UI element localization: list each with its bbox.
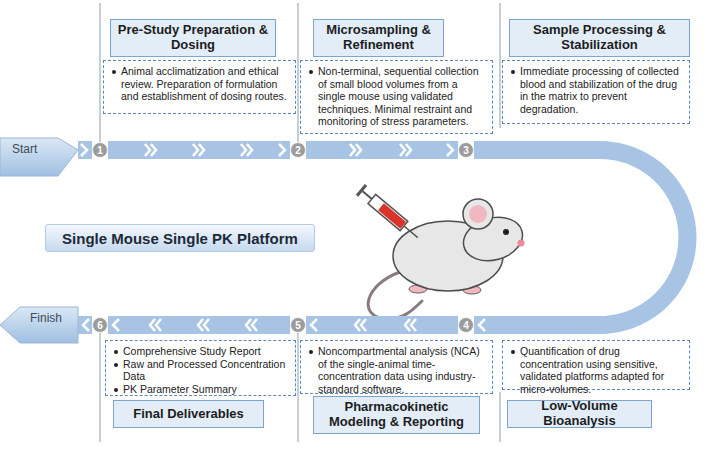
bullet-text: Animal acclimatization and ethical revie… bbox=[111, 65, 290, 103]
node-label: 2 bbox=[295, 145, 301, 156]
platform-title: Single Mouse Single PK Platform bbox=[45, 224, 315, 252]
flow-chevron bbox=[355, 319, 366, 331]
mouse-ear bbox=[463, 199, 493, 229]
start-arrow: Start bbox=[0, 136, 78, 178]
node-label: Microsampling & Refinement bbox=[318, 23, 439, 53]
bullet-text: Noncompartmental analysis (NCA) of the s… bbox=[308, 345, 487, 395]
node-label: Pharmacokinetic Modeling & Reporting bbox=[318, 400, 475, 430]
step-description: Animal acclimatization and ethical revie… bbox=[103, 60, 296, 114]
flow-chevron bbox=[241, 144, 252, 156]
bullet-text: Non-terminal, sequential collection of s… bbox=[308, 65, 487, 128]
step-title: Final Deliverables bbox=[113, 400, 264, 428]
syringe bbox=[356, 184, 422, 243]
node-label: 5 bbox=[295, 320, 301, 331]
step-title: Low-Volume Bioanalysis bbox=[507, 400, 652, 428]
bullet-text: PK Parameter Summary bbox=[113, 383, 290, 396]
bullet-text: Comprehensive Study Report bbox=[113, 345, 290, 358]
node-label: Final Deliverables bbox=[133, 407, 244, 422]
timeline-pole bbox=[298, 333, 299, 442]
flow-chevron bbox=[350, 144, 361, 156]
mouse-ear-inner bbox=[469, 205, 487, 223]
step-description: Non-terminal, sequential collection of s… bbox=[300, 60, 493, 134]
step-number: 5 bbox=[290, 317, 306, 333]
step-description: Comprehensive Study ReportRaw and Proces… bbox=[105, 340, 296, 396]
step-title: Pharmacokinetic Modeling & Reporting bbox=[313, 396, 480, 434]
bullet-text: Raw and Processed Concentration Data bbox=[113, 358, 290, 383]
syringe-handle bbox=[356, 184, 367, 197]
flow-bar bbox=[108, 316, 290, 334]
node-label: Single Mouse Single PK Platform bbox=[62, 230, 298, 247]
node-label: Sample Processing & Stabilization bbox=[514, 23, 685, 53]
node-label: 6 bbox=[97, 320, 103, 331]
node-label: Low-Volume Bioanalysis bbox=[512, 399, 647, 429]
bullet-text: Immediate processing of collected blood … bbox=[510, 65, 684, 115]
flow-chevron bbox=[246, 319, 257, 331]
arrow-shape bbox=[0, 136, 78, 178]
flow-chevron bbox=[405, 319, 416, 331]
mouse-illustration bbox=[356, 184, 528, 319]
timeline-pole bbox=[100, 333, 101, 442]
node-label: Finish bbox=[30, 311, 62, 325]
flow-chevron bbox=[198, 319, 209, 331]
finish-arrow: Finish bbox=[0, 305, 78, 345]
flow-bar bbox=[306, 141, 458, 159]
step-number: 1 bbox=[92, 142, 108, 158]
flow-chevron bbox=[145, 144, 156, 156]
flow-bar bbox=[474, 150, 688, 325]
timeline-pole bbox=[100, 3, 101, 142]
step-title: Microsampling & Refinement bbox=[313, 19, 444, 57]
step-title: Sample Processing & Stabilization bbox=[509, 19, 690, 57]
flow-chevron bbox=[193, 144, 204, 156]
node-label: Start bbox=[12, 142, 37, 156]
bullet-text: Quantification of drug concentration usi… bbox=[510, 345, 684, 395]
flow-bar bbox=[306, 316, 458, 334]
flow-bar bbox=[78, 141, 92, 159]
arrow-outline bbox=[0, 138, 78, 176]
step-number: 4 bbox=[458, 317, 474, 333]
step-number: 3 bbox=[458, 142, 474, 158]
syringe-fluid bbox=[378, 203, 406, 229]
flow-chevron bbox=[150, 319, 161, 331]
mouse-nose bbox=[518, 240, 525, 247]
node-label: 3 bbox=[463, 145, 469, 156]
timeline-pole bbox=[500, 392, 501, 442]
mouse-eye bbox=[503, 229, 509, 235]
flow-chevron bbox=[400, 144, 411, 156]
flow-bar bbox=[108, 141, 290, 159]
flow-bar bbox=[78, 316, 92, 334]
arrow-outline bbox=[0, 307, 78, 343]
step-description: Quantification of drug concentration usi… bbox=[502, 340, 690, 390]
syringe-barrel bbox=[368, 194, 408, 230]
step-description: Immediate processing of collected blood … bbox=[502, 60, 690, 124]
timeline-pole bbox=[298, 3, 299, 142]
step-number: 6 bbox=[92, 317, 108, 333]
node-label: Pre-Study Preparation & Dosing bbox=[115, 23, 271, 53]
node-label: 4 bbox=[463, 320, 469, 331]
step-number: 2 bbox=[290, 142, 306, 158]
syringe-needle bbox=[404, 226, 418, 238]
step-description: Noncompartmental analysis (NCA) of the s… bbox=[300, 340, 493, 394]
step-title: Pre-Study Preparation & Dosing bbox=[110, 19, 276, 57]
node-label: 1 bbox=[97, 145, 103, 156]
syringe-plunger bbox=[363, 191, 372, 199]
timeline-pole bbox=[500, 3, 501, 128]
